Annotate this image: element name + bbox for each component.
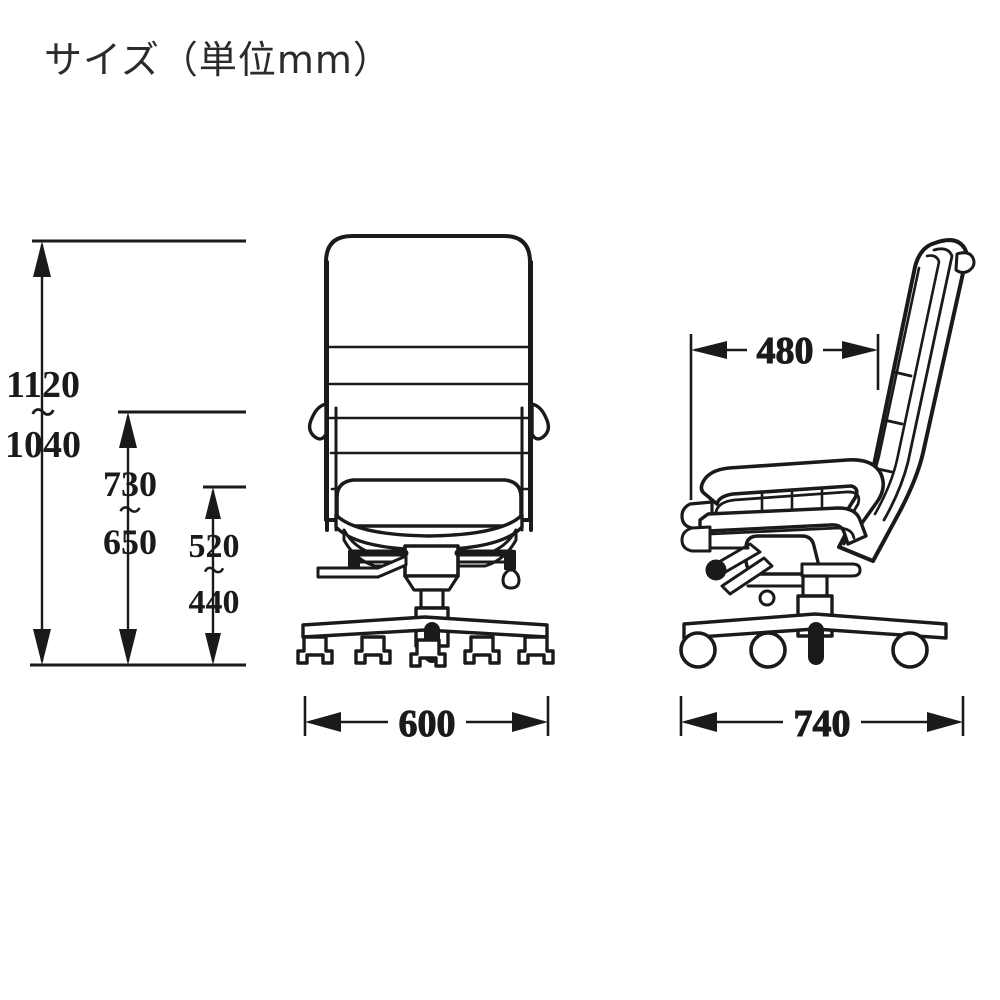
side-backrest-inner-2 (873, 254, 941, 516)
backrest-height-lower-label: 650 (103, 522, 157, 562)
seat-height-label-group: 520 〜 440 (189, 528, 240, 621)
seat-depth-dimension-group: 480 (689, 330, 880, 500)
side-mechanism-link-2 (720, 556, 774, 596)
seat-height-upper-label: 520 (189, 528, 240, 565)
side-depth-arrow-right (927, 712, 963, 732)
side-view (679, 238, 976, 669)
overall-height-lower-label: 1040 (5, 424, 81, 466)
backrest-height-arrow-down (119, 629, 137, 665)
front-tilt-mechanism-housing (403, 544, 460, 578)
side-armrest-inner-rail (714, 490, 861, 530)
seat-height-tilde: 〜 (204, 559, 225, 583)
side-backrest-inner-1 (882, 247, 954, 522)
front-right-armrest (530, 402, 551, 441)
side-depth-dimension-group: 740 (679, 696, 965, 746)
side-backrest-top-cap (954, 251, 976, 274)
front-seat-cushion (335, 478, 523, 528)
side-armrest (699, 457, 886, 532)
side-casters (679, 631, 929, 669)
side-caster-2 (749, 631, 787, 669)
front-left-armrest (307, 402, 328, 441)
overall-height-tilde: 〜 (31, 401, 55, 427)
side-height-adjust-lever (800, 562, 862, 578)
front-seat-skirt (334, 513, 524, 552)
vertical-dimension-group (30, 239, 246, 667)
caster-4 (463, 635, 501, 665)
backrest-height-upper-label: 730 (103, 464, 157, 504)
side-seat-underside (696, 526, 856, 540)
caster-5 (517, 635, 555, 665)
front-casters (296, 635, 555, 668)
front-tilt-tension-knob (501, 568, 521, 590)
backrest-height-tilde: 〜 (119, 498, 141, 523)
side-gas-cylinder-upper (801, 574, 829, 598)
backrest-height-arrow-up (119, 412, 137, 448)
seat-depth-arrow-left (691, 341, 727, 359)
caster-1 (296, 635, 334, 665)
side-depth-label: 740 (794, 703, 851, 745)
side-seat-front-edge (680, 525, 712, 553)
front-width-arrow-right (512, 712, 548, 732)
front-right-mechanism-bracket (504, 550, 516, 570)
seat-height-arrow-up (205, 487, 221, 519)
overall-height-label-group: 1120 〜 1040 (5, 364, 81, 466)
side-backrest-seam-2 (882, 418, 904, 426)
side-caster-3 (891, 631, 929, 669)
front-height-adjust-lever (316, 554, 408, 579)
page-title: サイズ（単位mm） (44, 38, 392, 82)
front-mechanism-taper (403, 574, 460, 592)
seat-depth-arrow-right (842, 341, 878, 359)
overall-height-arrow-up (33, 241, 51, 277)
side-backrest-seam-1 (892, 370, 913, 378)
overall-height-arrow-down (33, 629, 51, 665)
seat-height-arrow-down (205, 633, 221, 665)
front-left-mechanism-bracket (348, 550, 360, 570)
front-gas-cylinder-upper (419, 588, 445, 610)
side-depth-arrow-left (681, 712, 717, 732)
side-depth-label-backdrop (783, 700, 861, 742)
overall-height-upper-label: 1120 (6, 364, 80, 406)
front-width-dimension-group: 600 (303, 696, 550, 746)
caster-2 (354, 635, 392, 665)
seat-depth-label: 480 (757, 330, 814, 372)
front-width-label: 600 (399, 703, 456, 745)
front-width-arrow-left (305, 712, 341, 732)
side-tension-knob (705, 559, 727, 581)
side-lower-knob (758, 589, 776, 607)
front-width-label-backdrop (388, 700, 466, 742)
front-backrest-outline (324, 234, 532, 522)
seat-depth-label-backdrop (747, 330, 823, 370)
seat-height-lower-label: 440 (189, 584, 240, 621)
side-caster-1 (679, 631, 717, 669)
backrest-height-label-group: 730 〜 650 (103, 464, 157, 562)
front-view (296, 234, 555, 668)
caster-3 (409, 638, 447, 668)
